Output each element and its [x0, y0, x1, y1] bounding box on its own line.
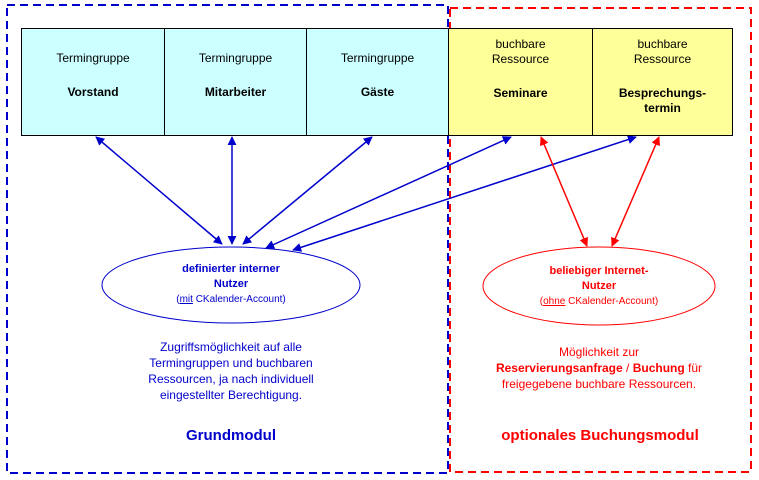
group-label: Termingruppe: [56, 51, 130, 65]
optional-module-frame: [449, 7, 752, 473]
resource-box-seminare: buchbare Ressource Seminare: [448, 28, 593, 136]
internal-user-title-2: Nutzer: [213, 278, 249, 290]
internal-desc-line-2: Termingruppen und buchbaren: [149, 356, 313, 370]
basic-module-title: Grundmodul: [186, 427, 276, 444]
external-user-subtitle: (ohne CKalender-Account): [488, 294, 710, 309]
external-desc-bold-1: Reservierungsanfrage: [495, 361, 623, 375]
arrow-seminare-internal: [265, 136, 512, 249]
arrow-gaeste-internal: [242, 136, 373, 245]
external-desc-sep: /: [622, 361, 633, 375]
resource-label-2: Ressource: [633, 52, 692, 66]
external-user-title-1: beliebiger Internet-: [549, 265, 649, 277]
internal-user-text: definierter interner Nutzer (mit CKalend…: [110, 262, 352, 307]
internal-description: Zugriffsmöglichkeit auf alle Termingrupp…: [110, 339, 352, 403]
external-desc-rest: für: [684, 361, 703, 375]
internal-user-subtitle: (mit CKalender-Account): [110, 292, 352, 307]
group-box-mitarbeiter: Termingruppe Mitarbeiter: [164, 28, 307, 136]
optional-module-title: optionales Buchungsmodul: [501, 427, 699, 444]
subtitle-underlined: mit: [179, 294, 193, 305]
group-label: Termingruppe: [340, 51, 415, 65]
resource-name: Seminare: [493, 86, 548, 100]
subtitle-rest: CKalender-Account): [192, 294, 286, 305]
group-name: Gäste: [360, 85, 395, 99]
arrow-vorstand-internal: [95, 136, 223, 245]
subtitle-prefix: (: [176, 294, 180, 305]
group-name: Mitarbeiter: [204, 85, 267, 99]
group-name: Vorstand: [67, 85, 119, 99]
internal-desc-line-3: Ressourcen, ja nach individuell: [148, 372, 314, 386]
resource-name: Besprechungs-: [618, 86, 707, 100]
arrow-seminare-external: [540, 136, 588, 247]
internal-user-title-1: definierter interner: [182, 263, 280, 275]
external-desc-line-2: Reservierungsanfrage / Buchung für: [466, 360, 732, 376]
group-box-vorstand: Termingruppe Vorstand: [21, 28, 165, 136]
arrow-besprechung-internal: [292, 135, 637, 252]
group-label: Termingruppe: [198, 51, 273, 65]
external-description: Möglichkeit zur Reservierungsanfrage / B…: [466, 344, 732, 392]
external-user-title-2: Nutzer: [581, 280, 617, 292]
subtitle-underlined: ohne: [543, 296, 566, 307]
internal-desc-line-1: Zugriffsmöglichkeit auf alle: [160, 340, 302, 354]
arrow-besprechung-external: [611, 136, 660, 247]
internal-desc-line-4: eingestellter Berechtigung.: [159, 388, 303, 402]
subtitle-rest: CKalender-Account): [565, 296, 659, 307]
external-desc-line-3: freigegebene buchbare Ressourcen.: [501, 377, 697, 391]
resource-label-1: buchbare: [637, 37, 688, 51]
resource-name-2: termin: [644, 101, 681, 115]
external-desc-line-1: Möglichkeit zur: [558, 345, 640, 359]
external-user-text: beliebiger Internet- Nutzer (ohne CKalen…: [488, 264, 710, 309]
resource-box-besprechung: buchbare Ressource Besprechungs- termin: [592, 28, 733, 136]
subtitle-prefix: (: [539, 296, 544, 307]
resource-label-1: buchbare: [495, 37, 546, 51]
resource-label-2: Ressource: [491, 52, 550, 66]
internal-user-ellipse: [101, 246, 361, 324]
external-desc-bold-2: Buchung: [632, 361, 685, 375]
group-box-gaeste: Termingruppe Gäste: [306, 28, 449, 136]
